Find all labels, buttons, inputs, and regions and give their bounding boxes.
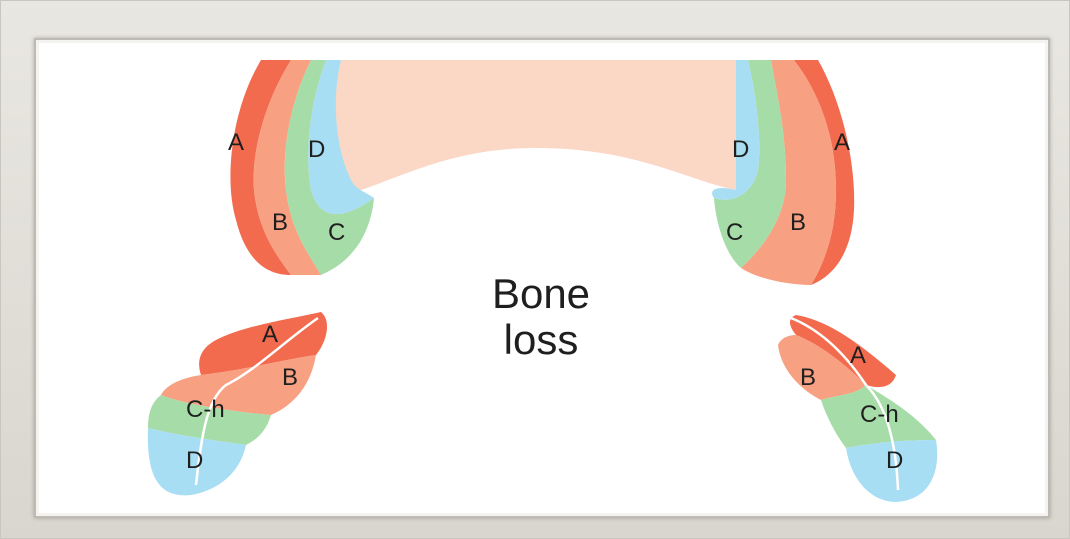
lower-left-label-a: A [262, 321, 278, 348]
upper-right-label-c: C [726, 219, 743, 246]
lower-left-label-b: B [282, 364, 298, 391]
upper-bone-body [326, 60, 736, 190]
upper-left-label-a: A [228, 129, 244, 156]
lower-right-label-a: A [850, 342, 866, 369]
upper-right-label-b: B [790, 209, 806, 236]
lower-right-label-c-h: C-h [860, 401, 899, 428]
bone-loss-label-line1: Bone [492, 270, 590, 317]
bone-loss-label-line2: loss [504, 316, 579, 363]
bone-loss-diagram: A B C D A B C D A B C-h D A B C-h D Bone… [36, 40, 1048, 516]
lower-right-label-b: B [800, 364, 816, 391]
lower-left-label-d: D [186, 447, 203, 474]
lower-left-label-c-h: C-h [186, 396, 225, 423]
upper-left-label-b: B [272, 209, 288, 236]
upper-left-label-c: C [328, 219, 345, 246]
lower-right-label-d: D [886, 447, 903, 474]
upper-right-label-a: A [834, 129, 850, 156]
upper-right-label-d: D [732, 136, 749, 163]
upper-left-label-d: D [308, 136, 325, 163]
diagram-panel: A B C D A B C D A B C-h D A B C-h D Bone… [34, 38, 1050, 518]
